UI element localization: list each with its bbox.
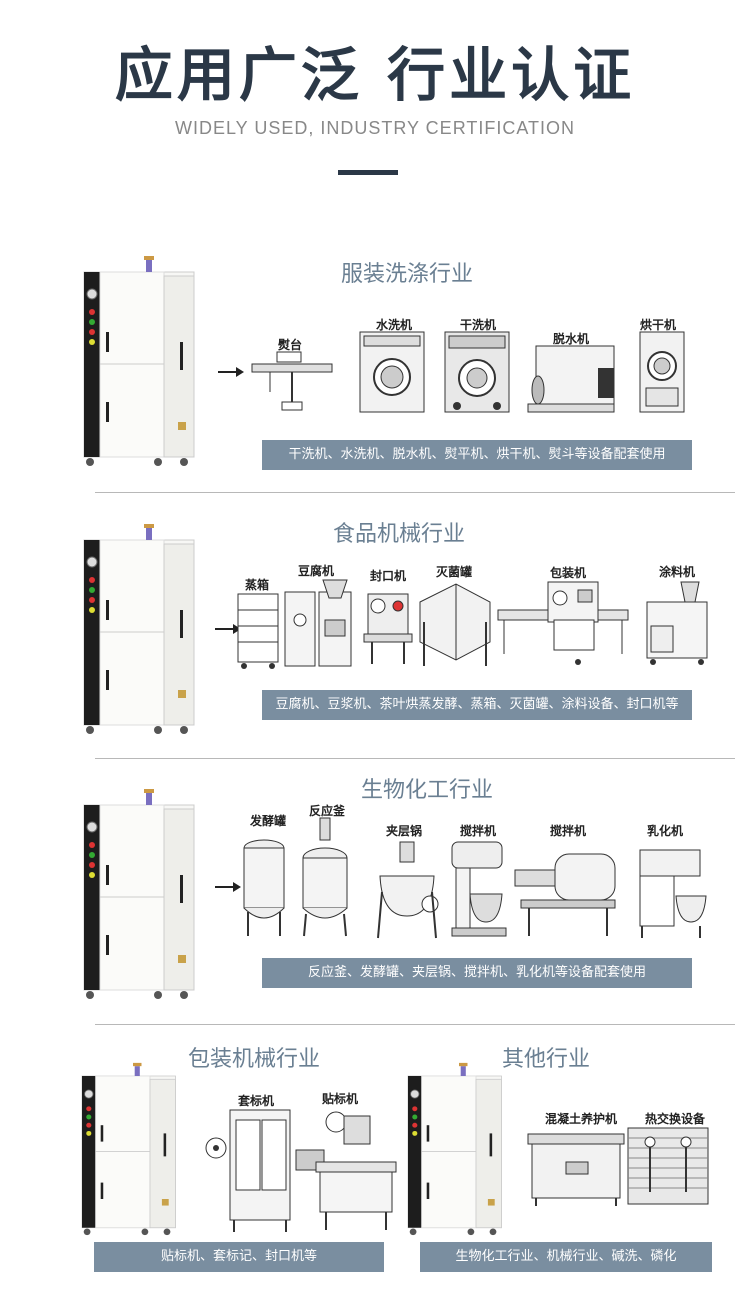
machine-label: 包装机: [550, 566, 587, 580]
coating-machine-illustration: [646, 581, 708, 665]
sealing-machine-illustration: [363, 593, 413, 664]
section-title-packaging: 包装机械行业: [188, 1047, 321, 1072]
fermenter-illustration: [243, 839, 285, 936]
dryer-illustration: [639, 331, 685, 413]
machine-label: 涂料机: [659, 565, 696, 579]
horizontal-mixer-illustration: [514, 853, 616, 936]
page-title: 应用广泛 行业认证: [114, 41, 636, 109]
steam-generator-icon: [83, 255, 195, 467]
section-banner: 生物化工行业、机械行业、碱洗、磷化: [420, 1242, 712, 1272]
section-divider: [95, 492, 735, 493]
reactor-illustration: [302, 817, 348, 937]
steamer-cabinet-illustration: [237, 593, 279, 669]
machine-label: 发酵罐: [250, 814, 287, 828]
section-banner: 干洗机、水洗机、脱水机、熨平机、烘干机、熨斗等设备配套使用: [262, 440, 692, 470]
section-banner: 反应釜、发酵罐、夹层锅、搅拌机、乳化机等设备配套使用: [262, 958, 692, 988]
steam-generator-icon: [83, 788, 195, 1000]
section-banner: 豆腐机、豆浆机、茶叶烘蒸发酵、蒸箱、灭菌罐、涂料设备、封口机等: [262, 690, 692, 720]
section-title-food: 食品机械行业: [333, 522, 466, 547]
extractor-illustration: [527, 345, 615, 413]
arrow-right-icon: [215, 624, 241, 634]
machine-label: 反应釜: [309, 804, 346, 818]
sleeve-labeler-illustration: [205, 1109, 291, 1232]
section-divider: [95, 758, 735, 759]
sterilizer-tank-illustration: [419, 583, 491, 666]
tofu-machine-illustration: [284, 579, 352, 667]
emulsifier-illustration: [639, 849, 707, 938]
machine-label: 脱水机: [553, 332, 590, 346]
machine-label: 封口机: [370, 569, 407, 583]
machine-label: 蒸箱: [245, 578, 270, 592]
machine-label: 烘干机: [640, 318, 677, 332]
machine-label: 搅拌机: [550, 824, 587, 838]
machine-label: 套标机: [238, 1094, 275, 1108]
machine-label: 灭菌罐: [436, 565, 473, 579]
dry-cleaner-illustration: [444, 331, 510, 413]
machine-label: 水洗机: [376, 318, 413, 332]
planetary-mixer-illustration: [451, 841, 507, 937]
steam-generator-icon: [83, 523, 195, 735]
machine-label: 混凝土养护机: [545, 1112, 618, 1126]
heat-exchanger-illustration: [627, 1127, 709, 1205]
arrow-right-icon: [218, 367, 244, 377]
machine-label: 豆腐机: [298, 564, 335, 578]
machine-label: 夹层锅: [386, 824, 423, 838]
machine-label: 熨台: [278, 338, 303, 352]
section-title-laundry: 服装洗涤行业: [341, 262, 474, 287]
ironing-table-illustration: [251, 351, 333, 411]
machine-label: 搅拌机: [460, 824, 497, 838]
section-title-biochem: 生物化工行业: [361, 778, 494, 803]
section-divider: [95, 1024, 735, 1025]
machine-label: 干洗机: [460, 318, 497, 332]
concrete-curing-machine-illustration: [527, 1133, 625, 1206]
jacketed-kettle-illustration: [377, 841, 439, 939]
label-applicator-illustration: [295, 1111, 397, 1230]
section-title-other: 其他行业: [502, 1047, 591, 1072]
machine-label: 乳化机: [647, 824, 684, 838]
machine-label: 热交换设备: [645, 1112, 706, 1126]
section-banner: 贴标机、套标记、封口机等: [94, 1242, 384, 1272]
arrow-right-icon: [215, 882, 241, 892]
machine-label: 贴标机: [322, 1092, 359, 1106]
page-subtitle: WIDELY USED, INDUSTRY CERTIFICATION: [174, 118, 576, 138]
washer-illustration: [359, 331, 425, 413]
title-underline: [338, 170, 398, 175]
packaging-machine-illustration: [497, 581, 629, 665]
